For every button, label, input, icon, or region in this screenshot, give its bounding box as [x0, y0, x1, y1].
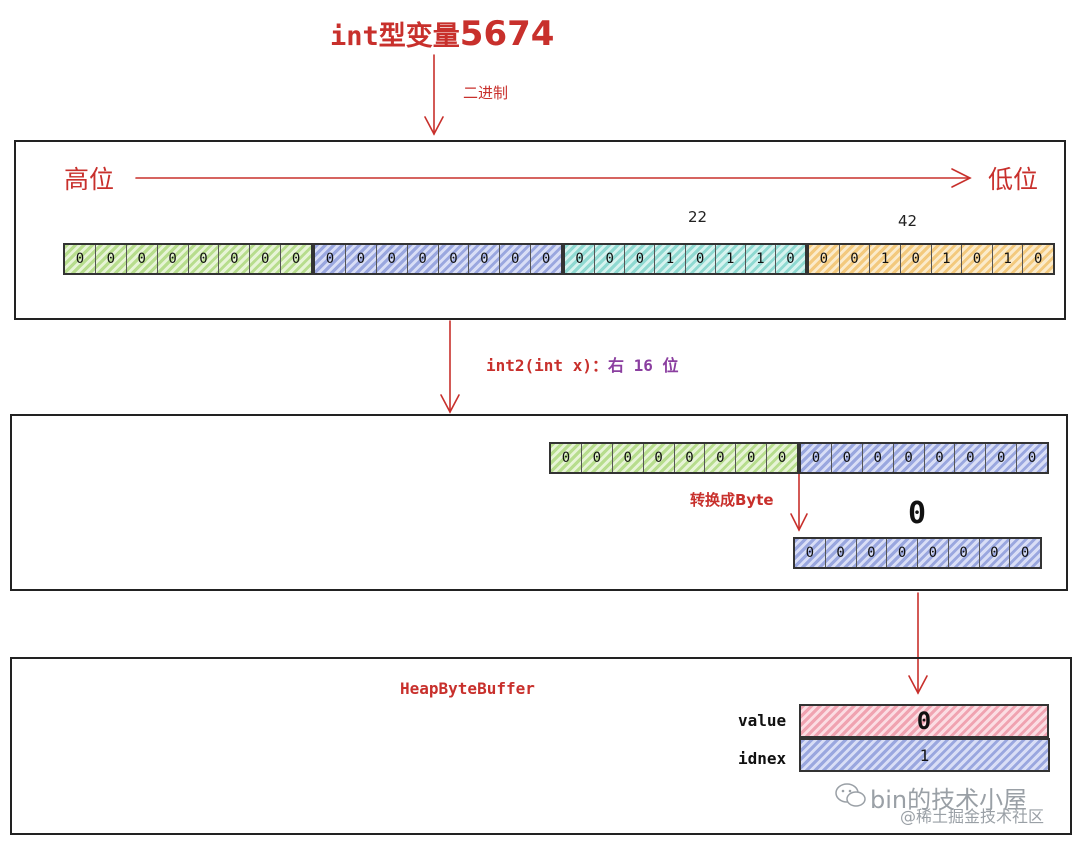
shift-unit: 位: [662, 356, 679, 375]
bit-cell: 0: [774, 245, 805, 273]
shift-prefix: int2(int x)：: [486, 356, 608, 375]
value-field: 0: [799, 704, 1049, 738]
byte4-value: 42: [898, 212, 918, 230]
bit-cell: 0: [406, 245, 438, 273]
bit-cell: 0: [187, 245, 219, 273]
arrow-shift: [440, 320, 460, 414]
bit-cell: 0: [985, 444, 1016, 472]
bit-cell: 0: [684, 245, 715, 273]
index-field: 1: [799, 738, 1050, 772]
buffer-label: HeapByteBuffer: [400, 679, 535, 698]
bit-cell: 0: [156, 245, 188, 273]
bit-cell: 0: [978, 539, 1010, 567]
bit-cell: 0: [947, 539, 979, 567]
bit-cell: 0: [886, 539, 917, 567]
bit-cell: 0: [499, 245, 530, 273]
bit-cell: 0: [861, 444, 893, 472]
bit-cell: 0: [961, 245, 992, 273]
bit-cell: 0: [824, 539, 856, 567]
bit-cell: 1: [930, 245, 962, 273]
bit-cell: 0: [1022, 245, 1053, 273]
low-bit-label: 低位: [988, 165, 1039, 194]
diagram-title: int型变量5674: [330, 14, 554, 54]
index-field-label: idnex: [738, 749, 787, 768]
bit-cell: 0: [735, 444, 766, 472]
bit-cell: 1: [714, 245, 745, 273]
bit-cell: 1: [744, 245, 775, 273]
watermark-sub: @稀土掘金技术社区: [900, 807, 1045, 826]
bit-cell: 0: [575, 251, 584, 267]
binary-panel: [14, 140, 1066, 320]
bit-cell: 0: [594, 245, 624, 273]
bit-cell: 0: [611, 444, 643, 472]
bit-cell: 0: [561, 450, 571, 466]
bit-cell: 0: [1009, 539, 1040, 567]
convert-label: 转换成Byte: [690, 491, 774, 509]
bit-cell: 0: [704, 444, 735, 472]
bit-cell: 0: [249, 245, 280, 273]
shift-amount: 16: [633, 356, 653, 375]
bit-cell: 0: [94, 245, 126, 273]
bit-cell: 0: [673, 444, 705, 472]
bit-cell: 0: [830, 444, 862, 472]
bit-cell: 0: [125, 245, 157, 273]
high-bit-label: 高位: [64, 165, 115, 194]
bit-cell: 0: [325, 251, 335, 267]
arrow-to-buffer: [908, 592, 928, 695]
bit-cell: 0: [855, 539, 887, 567]
bit-cell: 0: [819, 251, 829, 267]
bit-cell: 1: [654, 245, 684, 273]
shift-direction: 右: [607, 356, 624, 375]
arrow-high-to-low: [135, 168, 972, 188]
bit-cell: 0: [530, 245, 561, 273]
result-value: 0: [908, 496, 927, 531]
byte3-value: 22: [688, 208, 708, 226]
value-field-label: value: [738, 711, 787, 730]
bit-cell: 0: [811, 450, 821, 466]
bit-cell: 0: [75, 251, 85, 267]
bit-cell: 0: [899, 245, 931, 273]
bit-cell: 0: [344, 245, 376, 273]
bit-cell: 0: [923, 444, 955, 472]
bit-cell: 0: [838, 245, 870, 273]
bit-cell: 0: [624, 245, 654, 273]
bit-cell: 0: [375, 245, 407, 273]
title-prefix: int型变量: [330, 21, 460, 52]
bit-cell: 0: [280, 245, 311, 273]
wechat-icon: [835, 783, 866, 807]
bit-cell: 0: [580, 444, 612, 472]
bit-cell: 0: [218, 245, 249, 273]
bit-cell: 1: [869, 245, 900, 273]
bit-cell: 0: [954, 444, 985, 472]
bit-cell: 0: [1016, 444, 1047, 472]
binary-label: 二进制: [463, 84, 509, 102]
bit-cell: 0: [642, 444, 674, 472]
bit-cell: 0: [892, 444, 924, 472]
watermark-title: bin的技术小屋: [870, 786, 1028, 814]
bit-cell: 1: [991, 245, 1023, 273]
shift-panel: [10, 414, 1068, 591]
bit-cell: 0: [437, 245, 469, 273]
bit-cell: 0: [805, 545, 815, 561]
bit-cell: 0: [917, 539, 948, 567]
bit-cell: 0: [468, 245, 499, 273]
title-number: 5674: [459, 14, 555, 54]
buffer-panel: [10, 657, 1072, 835]
arrow-title-to-binary: [424, 54, 444, 136]
shift-label: int2(int x)：右 16 位: [486, 352, 679, 376]
bit-cell: 0: [766, 444, 797, 472]
